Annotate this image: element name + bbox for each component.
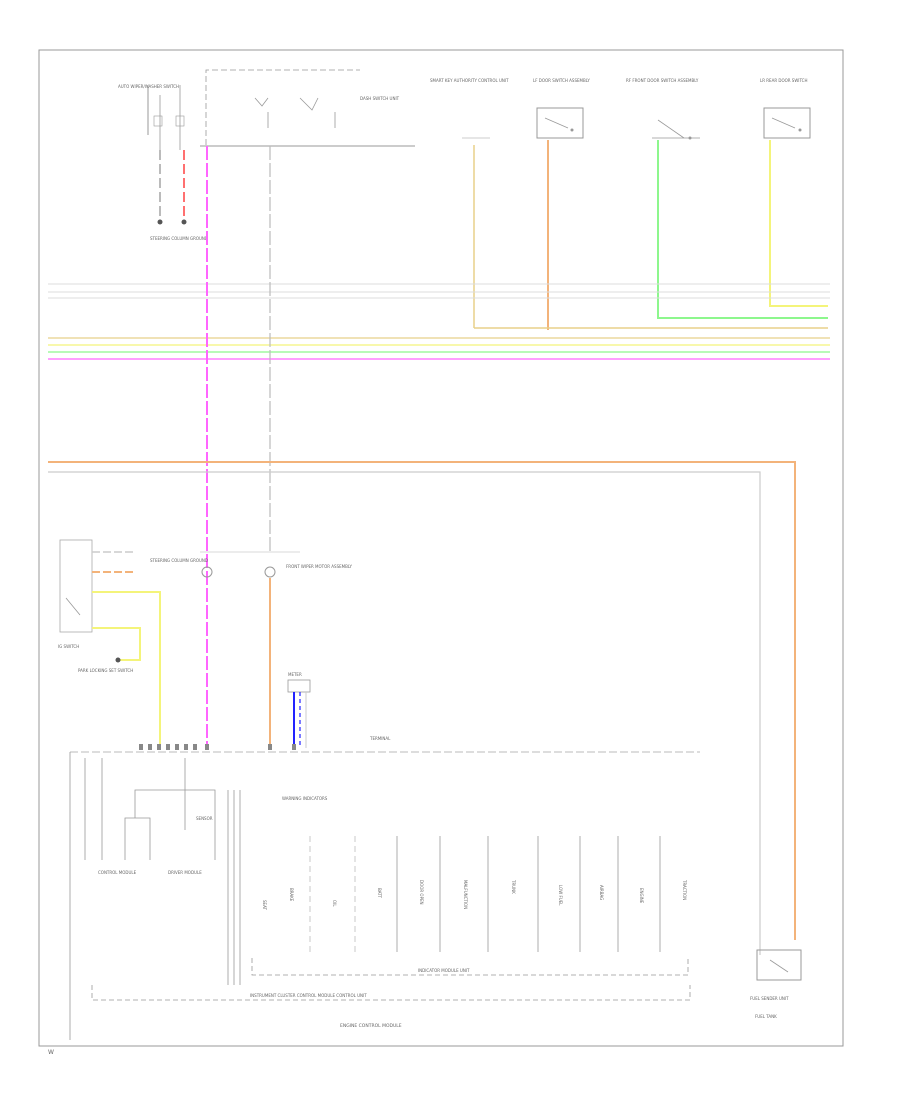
steering-column-junction: FRONT WIPER MOTOR ASSEMBLY [200, 551, 353, 578]
bus-lines [48, 283, 830, 360]
indicator-module-label: INDICATOR MODULE UNIT [418, 968, 470, 973]
fuel-tank-label: FUEL TANK [755, 1014, 777, 1019]
ig-switch-block: IG SWITCH PARK LOCKING SET SWITCH STEERI… [58, 539, 208, 748]
wire-yellow-top [769, 140, 828, 307]
wire-orange-right [48, 461, 796, 940]
indicator-label-7: TRUNK [511, 879, 516, 894]
indicator-label-5: DOOR OPEN [419, 880, 424, 905]
mid-ground-label: STEERING COLUMN GROUND [150, 558, 208, 563]
meter-label: METER [288, 672, 302, 677]
wire-green-top [657, 140, 828, 319]
park-switch-label: PARK LOCKING SET SWITCH [78, 668, 133, 673]
left-front-door-switch: LF DOOR SWITCH ASSEMBLY [533, 78, 590, 139]
top-ground: STEERING COLUMN GROUND [150, 219, 208, 241]
top-left-switch-label: AUTO WIPER/WASHER SWITCH [118, 84, 179, 89]
dash-switch-label: DASH SWITCH UNIT [360, 96, 400, 101]
fuel-sender: FUEL SENDER UNIT FUEL TANK [750, 949, 802, 1019]
indicator-label-10: ENGINE [639, 888, 644, 904]
indicator-module-box: INDICATOR MODULE UNIT [251, 958, 689, 976]
rear-door-label: LR REAR DOOR SWITCH [760, 78, 807, 83]
indicators-header: WARNING INDICATORS [282, 796, 328, 801]
instrument-cluster-label: INSTRUMENT CLUSTER CONTROL MODULE CONTRO… [250, 993, 367, 998]
top-left-switch: AUTO WIPER/WASHER SWITCH [118, 84, 185, 150]
indicator-label-1: SEAT [262, 900, 267, 910]
right-front-door-label: RF FRONT DOOR SWITCH ASSEMBLY [626, 78, 699, 83]
indicator-label-11: TRACTION [682, 879, 687, 900]
indicator-label-8: LOW FUEL [558, 885, 563, 906]
fuel-sender-label: FUEL SENDER UNIT [750, 996, 789, 1001]
wire-gray-right [48, 471, 761, 955]
indicator-columns [309, 836, 661, 952]
rear-door-switch: LR REAR DOOR SWITCH [760, 78, 811, 139]
control-module-label: CONTROL MODULE [98, 870, 137, 875]
ecm-left-internal: CONTROL MODULE DRIVER MODULE SENSOR [69, 752, 241, 1040]
top-ground-label: STEERING COLUMN GROUND [150, 236, 208, 241]
terminal-note: TERMINAL [369, 736, 391, 741]
meter-block: METER [287, 672, 311, 748]
engine-control-module-label: ENGINE CONTROL MODULE [340, 1023, 402, 1029]
diagram-frame [38, 49, 844, 1047]
right-front-door-switch: RF FRONT DOOR SWITCH ASSEMBLY [626, 78, 700, 140]
instrument-cluster-box: INSTRUMENT CLUSTER CONTROL MODULE CONTRO… [91, 985, 691, 1001]
page-label: W [48, 1049, 54, 1056]
top-center-unit-label: SMART KEY AUTHORITY CONTROL UNIT [430, 78, 509, 83]
indicator-label-2: BRAKE [289, 888, 294, 902]
left-front-door-label: LF DOOR SWITCH ASSEMBLY [533, 78, 590, 83]
indicator-label-4: BATT [377, 888, 382, 899]
ig-switch-label: IG SWITCH [58, 644, 79, 649]
indicator-label-3: OIL [332, 900, 337, 907]
indicator-label-9: AIRBAG [599, 885, 604, 900]
sensor-label: SENSOR [196, 816, 213, 821]
front-wiper-label: FRONT WIPER MOTOR ASSEMBLY [286, 564, 353, 569]
top-center-unit: SMART KEY AUTHORITY CONTROL UNIT [430, 78, 509, 139]
indicator-label-6: MALFUNCTION [463, 880, 468, 909]
ecm-pins [139, 744, 296, 750]
driver-module-label: DRIVER MODULE [168, 870, 202, 875]
dash-switch-block: DASH SWITCH UNIT [200, 69, 415, 147]
indicator-labels: SEAT BRAKE OIL BATT DOOR OPEN MALFUNCTIO… [262, 879, 687, 910]
